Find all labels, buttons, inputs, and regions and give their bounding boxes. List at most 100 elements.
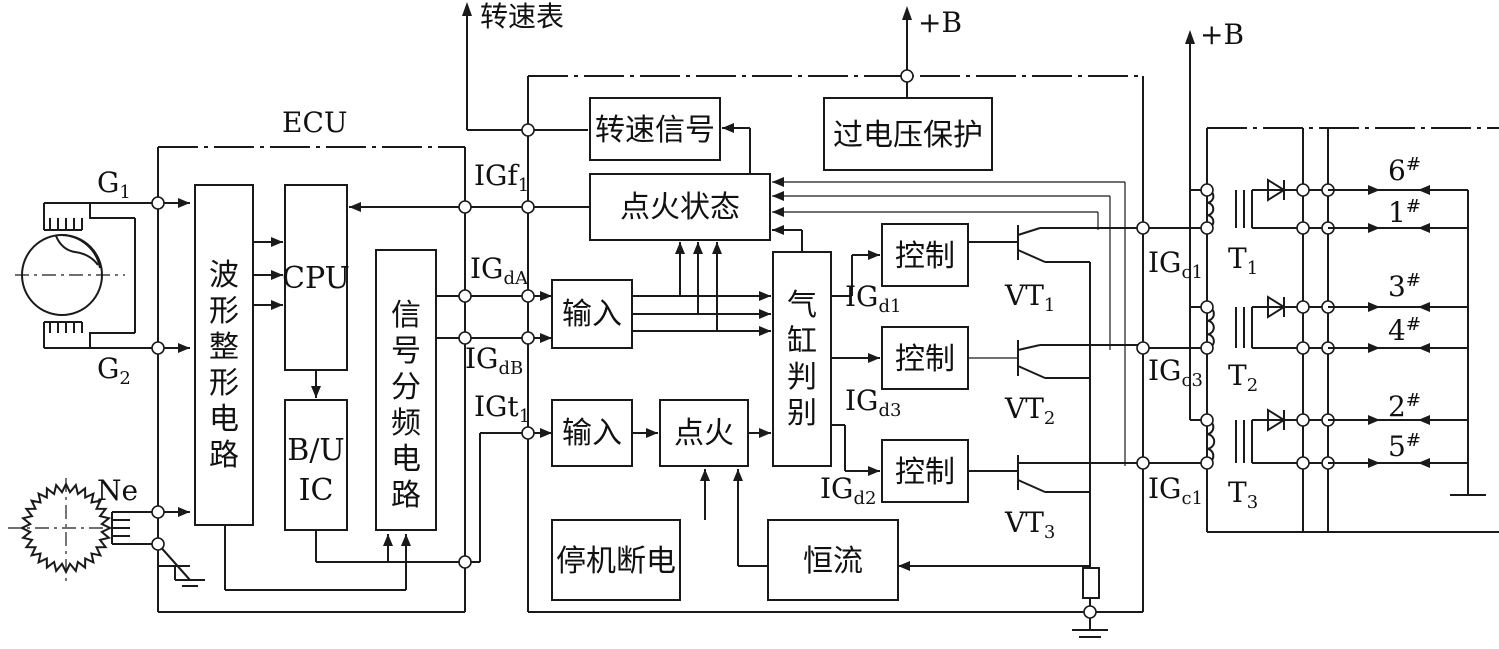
terminal-ne-ground [151, 537, 165, 551]
igc1-bottom-label: IGc1 [1148, 472, 1203, 509]
supply-label-top: +B [918, 6, 962, 39]
vt2-label: VT2 [1004, 392, 1055, 429]
igd1-label: IGd1 [845, 280, 901, 317]
ne-sensor [8, 478, 130, 582]
igc1-top-label: IGc1 [1148, 246, 1203, 283]
terminal-g1 [151, 196, 165, 210]
transistor-vt3 [968, 455, 1143, 493]
tachometer-line [466, 12, 528, 131]
diode-2 [1267, 295, 1286, 319]
stop-cutoff-block [551, 519, 681, 601]
ignition-status-label: 点火状态 [620, 190, 740, 225]
igniter-boundary [527, 75, 1144, 613]
coil-primary-2 [1206, 306, 1215, 349]
cylinder-label-2: 2# [1388, 390, 1421, 423]
spark-gap-arrow [1368, 223, 1380, 233]
ecu-label: ECU [282, 106, 347, 139]
ground-node [1083, 605, 1097, 619]
input-a-block [551, 279, 633, 349]
terminal-g2 [151, 341, 165, 355]
transistor-vt2 [968, 340, 1143, 379]
terminal-ne [151, 505, 165, 519]
spark-gap-arrow [1368, 302, 1380, 312]
igc3-label: IGc3 [1148, 354, 1203, 391]
igniter-wiring [534, 16, 1126, 567]
igniter-terminal-igf [521, 200, 535, 214]
supply-label-right: +B [1200, 18, 1244, 51]
spark-gap-arrow [1368, 415, 1380, 425]
igniter-out-igc3 [1136, 341, 1150, 355]
control-1-block [881, 223, 969, 287]
ignition-label: 点火 [674, 416, 734, 451]
overvoltage-label: 过电压保护 [833, 118, 983, 153]
igt-label: IGt1 [474, 390, 530, 427]
igniter-terminal-igdb [521, 331, 535, 345]
igd2-label: IGd2 [820, 472, 876, 509]
diode-1 [1267, 178, 1286, 202]
spark-gap-arrow [1368, 185, 1380, 195]
coil-t3-label: T3 [1228, 476, 1258, 513]
ecu-terminal-igf [458, 200, 472, 214]
speed-signal-label: 转速信号 [595, 113, 715, 148]
igniter-out-igc1-top [1136, 221, 1150, 235]
ecu-terminal-ground [458, 555, 472, 569]
cylinder-label-1: 1# [1388, 196, 1421, 229]
igdb-label: IGdB [465, 342, 523, 379]
spark-gap-arrow [1368, 458, 1380, 468]
coil-pack-boundary [1206, 127, 1499, 533]
cylinder-judge-text: 气缸判别 [787, 288, 817, 431]
g2-label: G2 [97, 352, 131, 389]
input-a-label: 输入 [562, 297, 622, 332]
overvoltage-block [823, 97, 993, 171]
g1-label: G1 [97, 166, 131, 203]
divider-block [375, 249, 437, 531]
vt3-label: VT3 [1004, 506, 1055, 543]
coil-primary-3 [1206, 419, 1216, 464]
speed-signal-block [589, 97, 721, 161]
cylinder-label-6: 6# [1388, 154, 1421, 187]
coil-t2-label: T2 [1228, 359, 1258, 396]
cylinder-judge-block [772, 251, 832, 467]
igniter-terminal-tach [521, 123, 535, 137]
igniter-terminal-igda [521, 289, 535, 303]
stop-cutoff-label: 停机断电 [556, 544, 676, 579]
igd3-label: IGd3 [845, 384, 901, 421]
control-1-label: 控制 [895, 239, 955, 274]
input-b-label: 输入 [562, 416, 622, 451]
coil-primary-1 [1206, 189, 1215, 229]
igniter-terminal-igt [521, 426, 535, 440]
ecu-boundary [157, 146, 466, 613]
g-sensor [15, 202, 136, 349]
ignition-block [659, 399, 749, 467]
ecu-wiring [224, 206, 528, 591]
constant-current-block [767, 519, 899, 601]
constant-current-label: 恒流 [803, 544, 863, 579]
igda-label: IGdA [470, 252, 529, 289]
coil-t1-label: T1 [1228, 242, 1258, 279]
divider-text: 信号分频电路 [391, 298, 421, 513]
waveform-shaping-text: 波形整形电路 [209, 258, 239, 473]
ecu-terminal-igda [458, 289, 472, 303]
cylinder-label-5: 5# [1388, 430, 1421, 463]
control-2-label: 控制 [895, 342, 955, 377]
sense-resistor [898, 565, 1108, 638]
igniter-out-igc1-bottom [1136, 456, 1150, 470]
ignition-coils [1200, 178, 1468, 470]
control-3-block [881, 439, 969, 503]
control-3-label: 控制 [895, 455, 955, 490]
ecu-terminal-igdb [458, 331, 472, 345]
spark-gap-arrow [1368, 343, 1380, 353]
vt1-label: VT1 [1004, 279, 1055, 316]
transistor-vt1 [968, 225, 1143, 568]
cpu-label: CPU [282, 261, 350, 296]
bu-ic-block [284, 399, 348, 531]
igf-label: IGf1 [474, 159, 529, 196]
ne-label: Ne [97, 474, 138, 507]
supply-node-top [900, 69, 914, 83]
diode-3 [1267, 408, 1286, 432]
sensor-wiring [90, 202, 205, 587]
cylinder-label-4: 4# [1388, 314, 1421, 347]
tachometer-label: 转速表 [480, 0, 564, 33]
